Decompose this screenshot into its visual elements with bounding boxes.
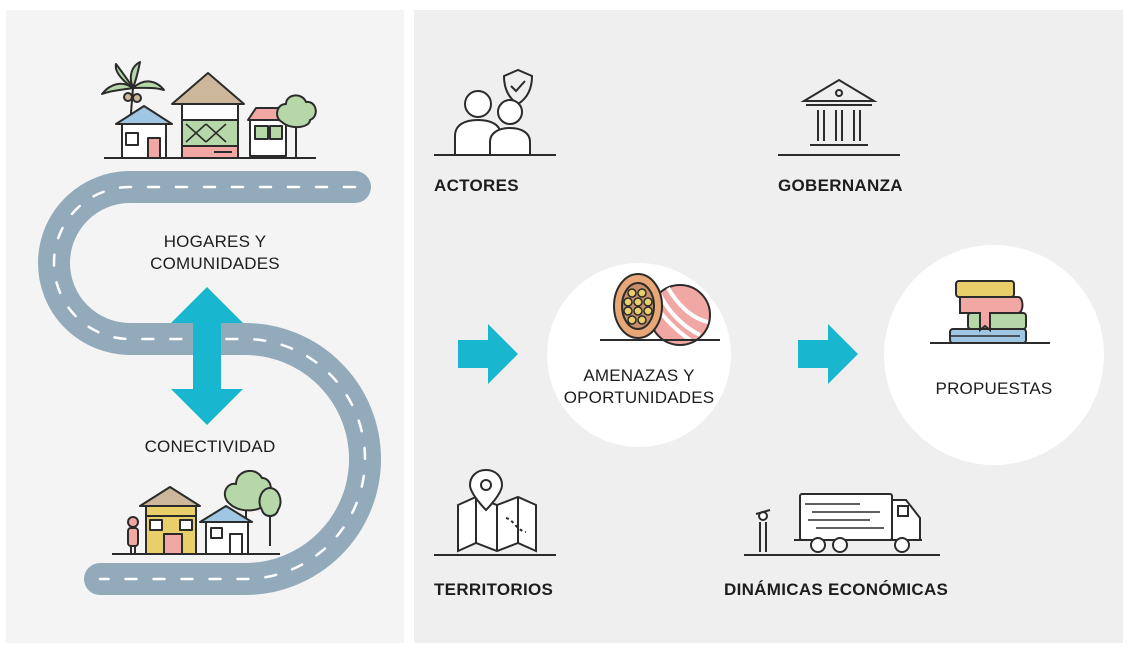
house-icon	[171, 72, 245, 159]
books-icon	[930, 280, 1050, 344]
person-icon	[755, 509, 771, 552]
house-icon	[139, 486, 201, 555]
right-arrow-icon	[798, 324, 858, 384]
tree-icon	[276, 94, 317, 158]
people-shield-icon	[434, 68, 556, 156]
dinamicas-label: DINÁMICAS ECONÓMICAS	[724, 580, 949, 599]
government-building-icon	[778, 78, 900, 156]
hogares-label: HOGARES Y COMUNIDADES	[150, 232, 280, 273]
palm-tree-icon	[101, 61, 165, 126]
conectividad-label: CONECTIVIDAD	[144, 437, 276, 456]
actores-label: ACTORES	[434, 176, 519, 195]
right-arrow-icon	[458, 324, 518, 384]
propuestas-circle	[884, 245, 1104, 465]
tree-icon	[223, 469, 282, 546]
territorios-label: TERRITORIOS	[434, 580, 554, 599]
truck-icon	[744, 493, 940, 556]
house-icon	[115, 105, 173, 159]
propuestas-label: PROPUESTAS	[935, 379, 1053, 398]
house-icon	[199, 505, 253, 555]
map-pin-icon	[434, 468, 556, 556]
cacao-pod-icon	[600, 273, 720, 346]
top-village	[101, 61, 317, 159]
amenazas-label: AMENAZAS Y OPORTUNIDADES	[563, 366, 715, 407]
double-arrow-icon	[171, 287, 243, 425]
bottom-village	[112, 469, 282, 555]
road-icon	[38, 171, 381, 595]
gobernanza-label: GOBERNANZA	[778, 176, 903, 195]
person-icon	[127, 516, 139, 554]
